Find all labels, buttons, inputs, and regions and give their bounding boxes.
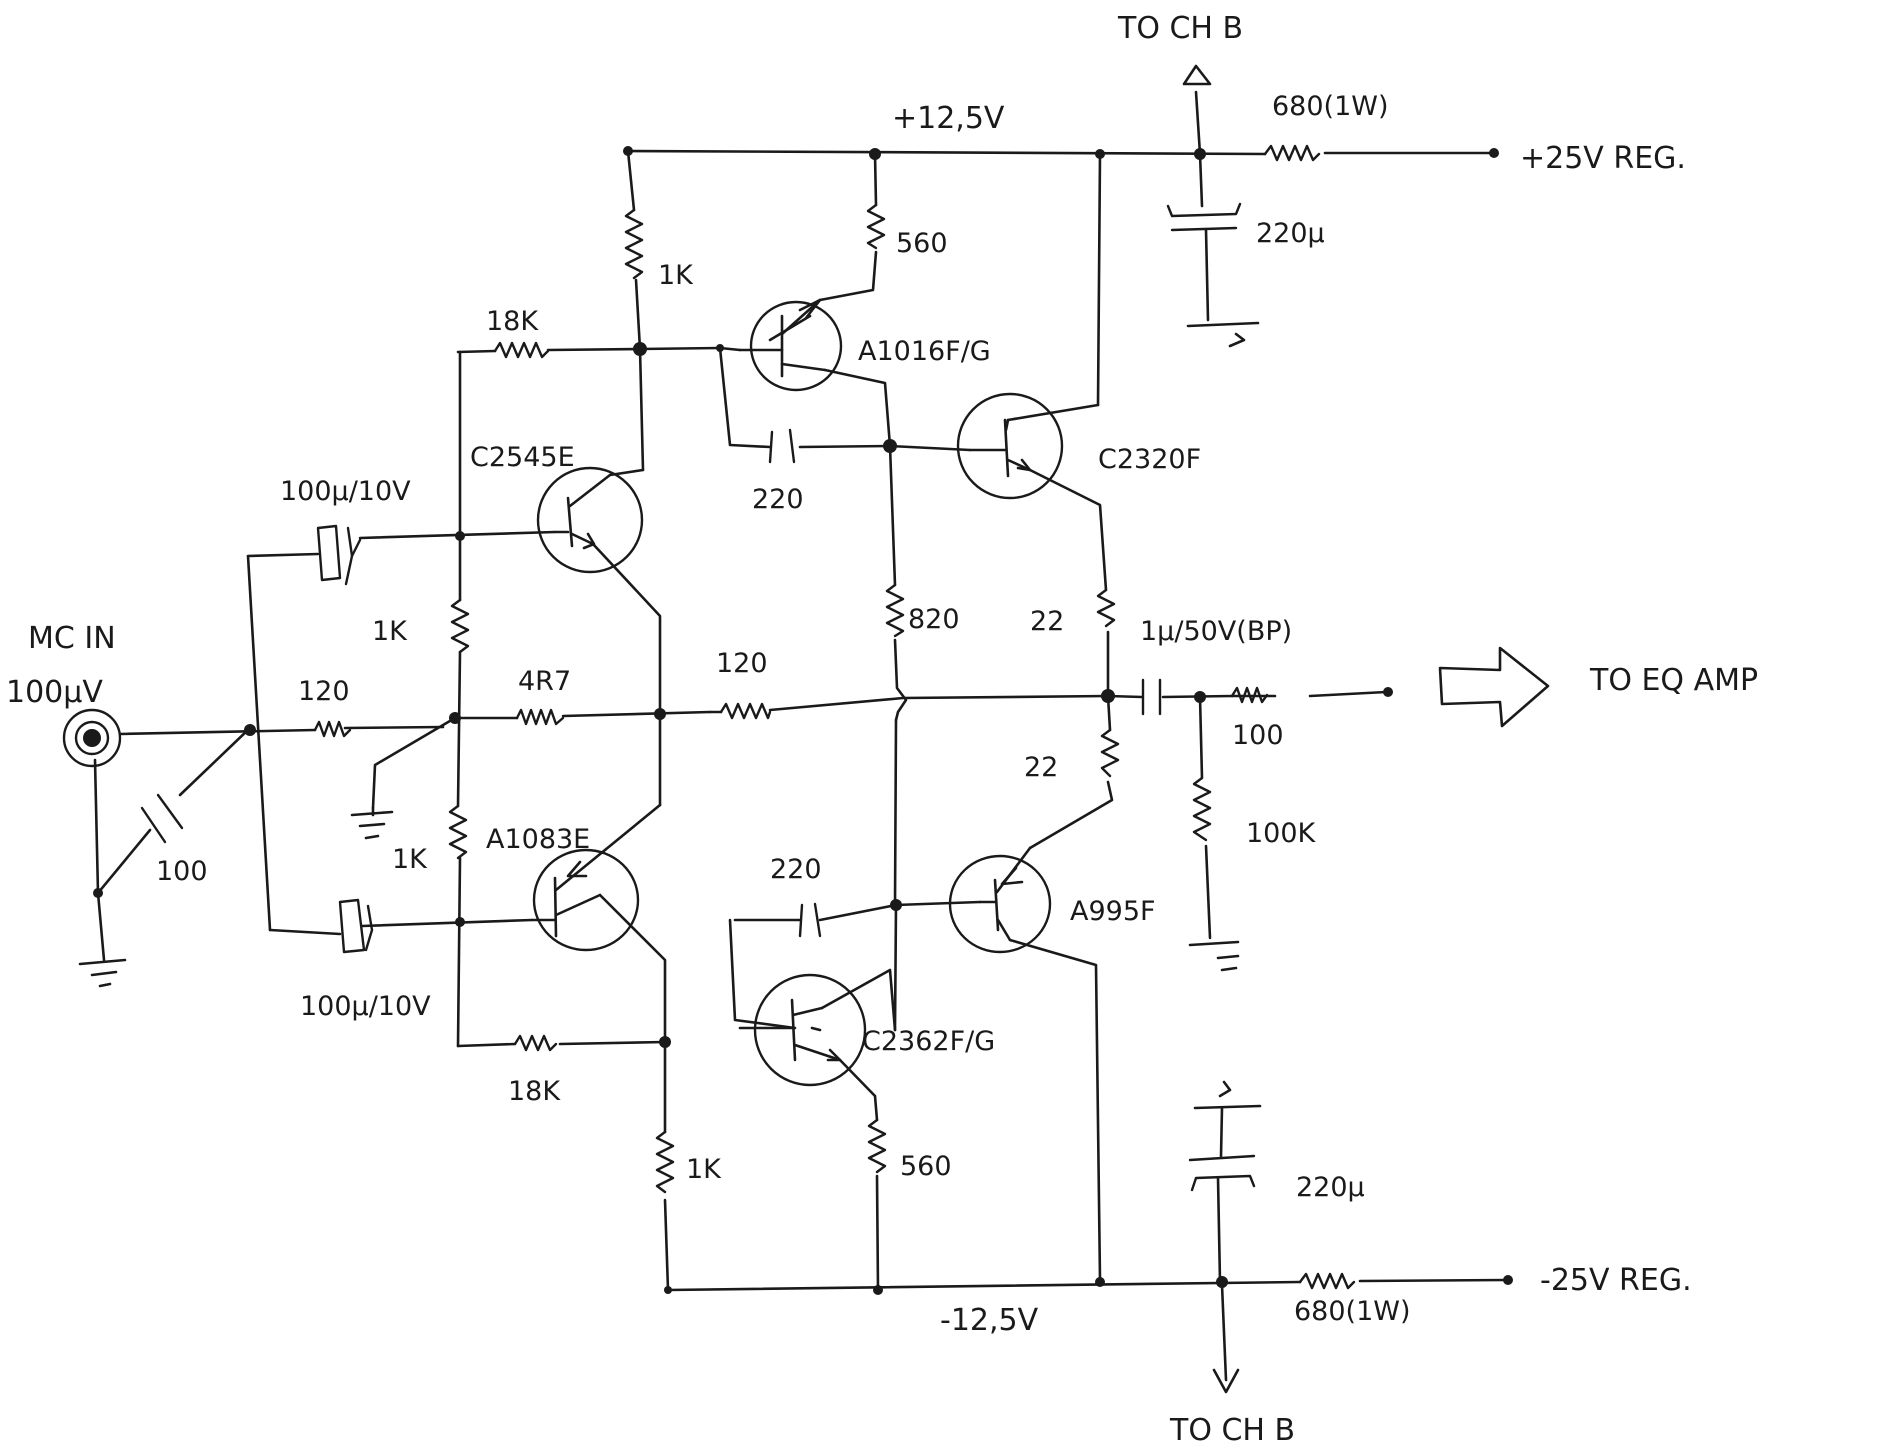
transistor-c2545 (536, 466, 644, 574)
label-pos-rail: +12,5V (892, 101, 1005, 136)
rca-jack-icon (62, 708, 122, 768)
resistor-100-out (1230, 686, 1269, 704)
label-q-c2545: C2545E (470, 442, 575, 473)
terminals (62, 64, 1550, 1394)
resistor-1k-mid-top (450, 598, 470, 654)
transistors (530, 298, 1064, 1087)
output-arrow-icon (1438, 646, 1550, 728)
terminal-neg-supply (1503, 1275, 1513, 1285)
capacitor-220u-top (1166, 202, 1242, 232)
label-c-100u-bottom: 100μ/10V (300, 991, 431, 1022)
label-c-rail-bottom: 220μ (1296, 1172, 1365, 1203)
capacitor-100u-bottom (338, 898, 374, 954)
ground-icon (1228, 332, 1246, 348)
capacitor-220-top (768, 428, 796, 464)
wires (93, 90, 1508, 1382)
label-r-1k-top: 1K (658, 260, 694, 291)
resistors (313, 144, 1356, 1290)
label-r-22-bottom: 22 (1024, 752, 1058, 783)
label-q-c2362: C2362F/G (862, 1026, 995, 1057)
resistor-18k-bottom (513, 1034, 558, 1052)
label-c-100u-top: 100μ/10V (280, 476, 411, 507)
ground-icon (1216, 954, 1240, 972)
label-pos-supply: +25V REG. (1520, 141, 1686, 176)
label-r-18k-top: 18K (486, 306, 539, 337)
resistor-1k-mid-bottom (448, 804, 468, 860)
ground-icon (1218, 1080, 1232, 1098)
resistor-560-top (866, 203, 886, 250)
terminal-pos-supply (1489, 148, 1499, 158)
label-r-560-bottom: 560 (900, 1151, 952, 1182)
label-r-drop-bottom: 680(1W) (1294, 1296, 1410, 1327)
label-c-220-top: 220 (752, 484, 804, 515)
label-r-100-out: 100 (1232, 720, 1284, 751)
resistor-1k-bottom (655, 1130, 675, 1194)
label-r-560-top: 560 (896, 228, 948, 259)
terminal-output (1383, 687, 1393, 697)
transistor-a1016 (738, 298, 843, 392)
resistor-22-bottom (1100, 728, 1120, 778)
transistor-a995 (948, 846, 1052, 954)
arrow-up-icon (1182, 64, 1212, 86)
capacitor-100-input (140, 793, 184, 844)
label-c-in-100: 100 (156, 856, 208, 887)
label-c-out: 1μ/50V(BP) (1140, 616, 1292, 647)
capacitor-220-bottom (798, 902, 822, 938)
label-r-drop-top: 680(1W) (1272, 91, 1388, 122)
capacitor-220u-bottom (1188, 1154, 1256, 1192)
ground-symbols (78, 332, 1246, 1098)
capacitor-1u-output (1141, 678, 1162, 716)
resistor-820 (885, 583, 905, 638)
resistor-4r7 (515, 708, 565, 726)
label-q-a995: A995F (1070, 896, 1156, 927)
resistor-22-top (1096, 588, 1116, 628)
transistor-c2362 (738, 973, 867, 1087)
label-r-1k-mid-bottom: 1K (392, 844, 428, 875)
resistor-680-bottom (1298, 1272, 1356, 1290)
label-q-a1083: A1083E (486, 824, 590, 855)
label-r-22-top: 22 (1030, 606, 1064, 637)
transistor-a1083 (530, 848, 640, 952)
label-neg-supply: -25V REG. (1540, 1263, 1692, 1298)
resistor-120-feedback (719, 702, 772, 720)
label-to-ch-b-top: TO CH B (1117, 11, 1243, 46)
label-neg-rail: -12,5V (940, 1303, 1039, 1338)
capacitor-100u-top (316, 524, 362, 586)
label-c-rail-top: 220μ (1256, 218, 1325, 249)
label-r-1k-bottom: 1K (686, 1154, 722, 1185)
resistor-100k (1192, 776, 1212, 842)
label-input-name: MC IN (28, 621, 116, 656)
label-r-18k-bottom: 18K (508, 1076, 561, 1107)
label-r-1k-mid-top: 1K (372, 616, 408, 647)
label-r-120-fb: 120 (716, 648, 768, 679)
junctions (93, 146, 1228, 1295)
label-output: TO EQ AMP (1589, 663, 1758, 698)
arrow-down-icon (1212, 1368, 1240, 1394)
transistor-c2320 (956, 392, 1064, 500)
label-input-level: 100μV (6, 675, 103, 710)
capacitors (140, 202, 1256, 1192)
label-r-100k: 100K (1246, 818, 1317, 849)
labels: TO CH B TO CH B +12,5V -12,5V +25V REG. … (6, 11, 1758, 1448)
ground-icon (350, 810, 394, 840)
label-q-a1016: A1016F/G (858, 336, 991, 367)
label-r-120-in: 120 (298, 676, 350, 707)
label-c-220-bottom: 220 (770, 854, 822, 885)
resistor-680-top (1263, 144, 1321, 162)
label-r-820: 820 (908, 604, 960, 635)
resistor-1k-top (624, 208, 644, 280)
label-q-c2320: C2320F (1098, 444, 1201, 475)
label-r-4r7: 4R7 (518, 666, 571, 697)
resistor-560-bottom (867, 1118, 887, 1174)
ground-icon (78, 958, 127, 988)
label-to-ch-b-bottom: TO CH B (1169, 1413, 1295, 1448)
resistor-18k-top (493, 341, 550, 359)
resistor-120-input (313, 720, 352, 738)
